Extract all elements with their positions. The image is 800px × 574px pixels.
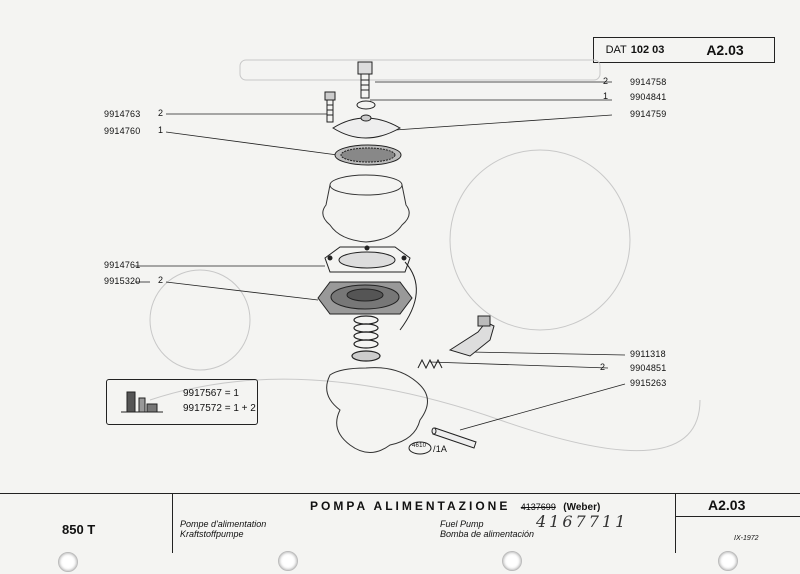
dat-reference-box: DAT 102 03 [593,37,677,63]
callout-part-9914759: 9914759 [630,109,667,119]
binder-hole [58,552,78,572]
sheet-code: A2.03 [706,42,744,58]
figure-ref-suffix: /1A [433,444,448,454]
callout-part-9904851: 9904851 [630,363,667,373]
callout-part-9914758: 9914758 [630,77,667,87]
desc-de: Kraftstoffpumpe [180,529,244,539]
callout-qty-9904841: 1 [603,91,609,101]
footer-title-row: POMPA ALIMENTAZIONE 4137699 (Weber) [310,497,600,515]
callout-qty-9904851: 2 [600,362,606,372]
pump-lower-body [326,367,428,453]
part-title: POMPA ALIMENTAZIONE [310,499,511,513]
lever-pin [431,427,477,449]
repair-kit-box: 9917567 = 1 9917572 = 1 + 2 [106,379,258,425]
model-label: 850 T [62,522,96,537]
background-ghost-drawing [149,59,701,452]
figure-ref-circle [408,441,432,455]
footer-sheet-code: A2.03 [708,497,746,513]
binder-hole [278,551,298,571]
footer-divider-right [675,493,676,553]
desc-en: Fuel Pump [440,519,484,529]
kit-line-2: 9917572 = 1 + 2 [183,403,256,414]
lever-spring [417,358,443,370]
figure-ref-number: 4610 [412,443,427,449]
struck-part-number: 4137699 [520,502,556,512]
callout-qty-9914760: 1 [158,125,164,135]
callout-part-9914760: 9914760 [104,126,141,136]
sheet-code-box: A2.03 [676,37,775,63]
pump-upper-body [322,174,410,243]
body-gasket [324,245,411,273]
callout-part-9911318: 9911318 [630,349,666,359]
dat-number: 102 03 [630,44,665,56]
rocker-lever [448,315,495,357]
handwritten-part-number: 4167711 [536,512,629,531]
desc-es: Bomba de alimentación [440,529,535,539]
callout-part-9915263: 9915263 [630,378,667,388]
callout-part-9914763: 9914763 [104,109,141,119]
pump-cover [332,117,402,139]
callout-qty-9914758: 2 [603,76,609,86]
callout-qty-9914763: 2 [158,108,164,118]
callout-qty-9915320: 2 [158,275,164,285]
diaphragm-spring [351,315,381,362]
bolt-washer [356,100,376,110]
dat-label: DAT [605,44,627,56]
kit-line-1: 9917567 = 1 [183,388,239,399]
callout-part-9914761: 9914761 [104,260,141,270]
desc-fr: Pompe d'alimentation [180,519,267,529]
main-bolt [357,61,373,99]
leader-lines [135,81,626,431]
callout-part-9904841: 9904841 [630,92,667,102]
footer-divider-left [172,493,173,553]
callout-part-9915320: 9915320 [104,276,141,286]
kit-parts-icon [121,391,163,413]
diaphragm [317,281,413,315]
issue-date: IX-1972 [734,535,759,542]
footer-top-rule [0,493,800,494]
maker-label: (Weber) [563,502,601,513]
binder-hole [502,551,522,571]
binder-hole [718,551,738,571]
footer-code-rule [675,516,800,517]
cover-screw [324,91,336,123]
